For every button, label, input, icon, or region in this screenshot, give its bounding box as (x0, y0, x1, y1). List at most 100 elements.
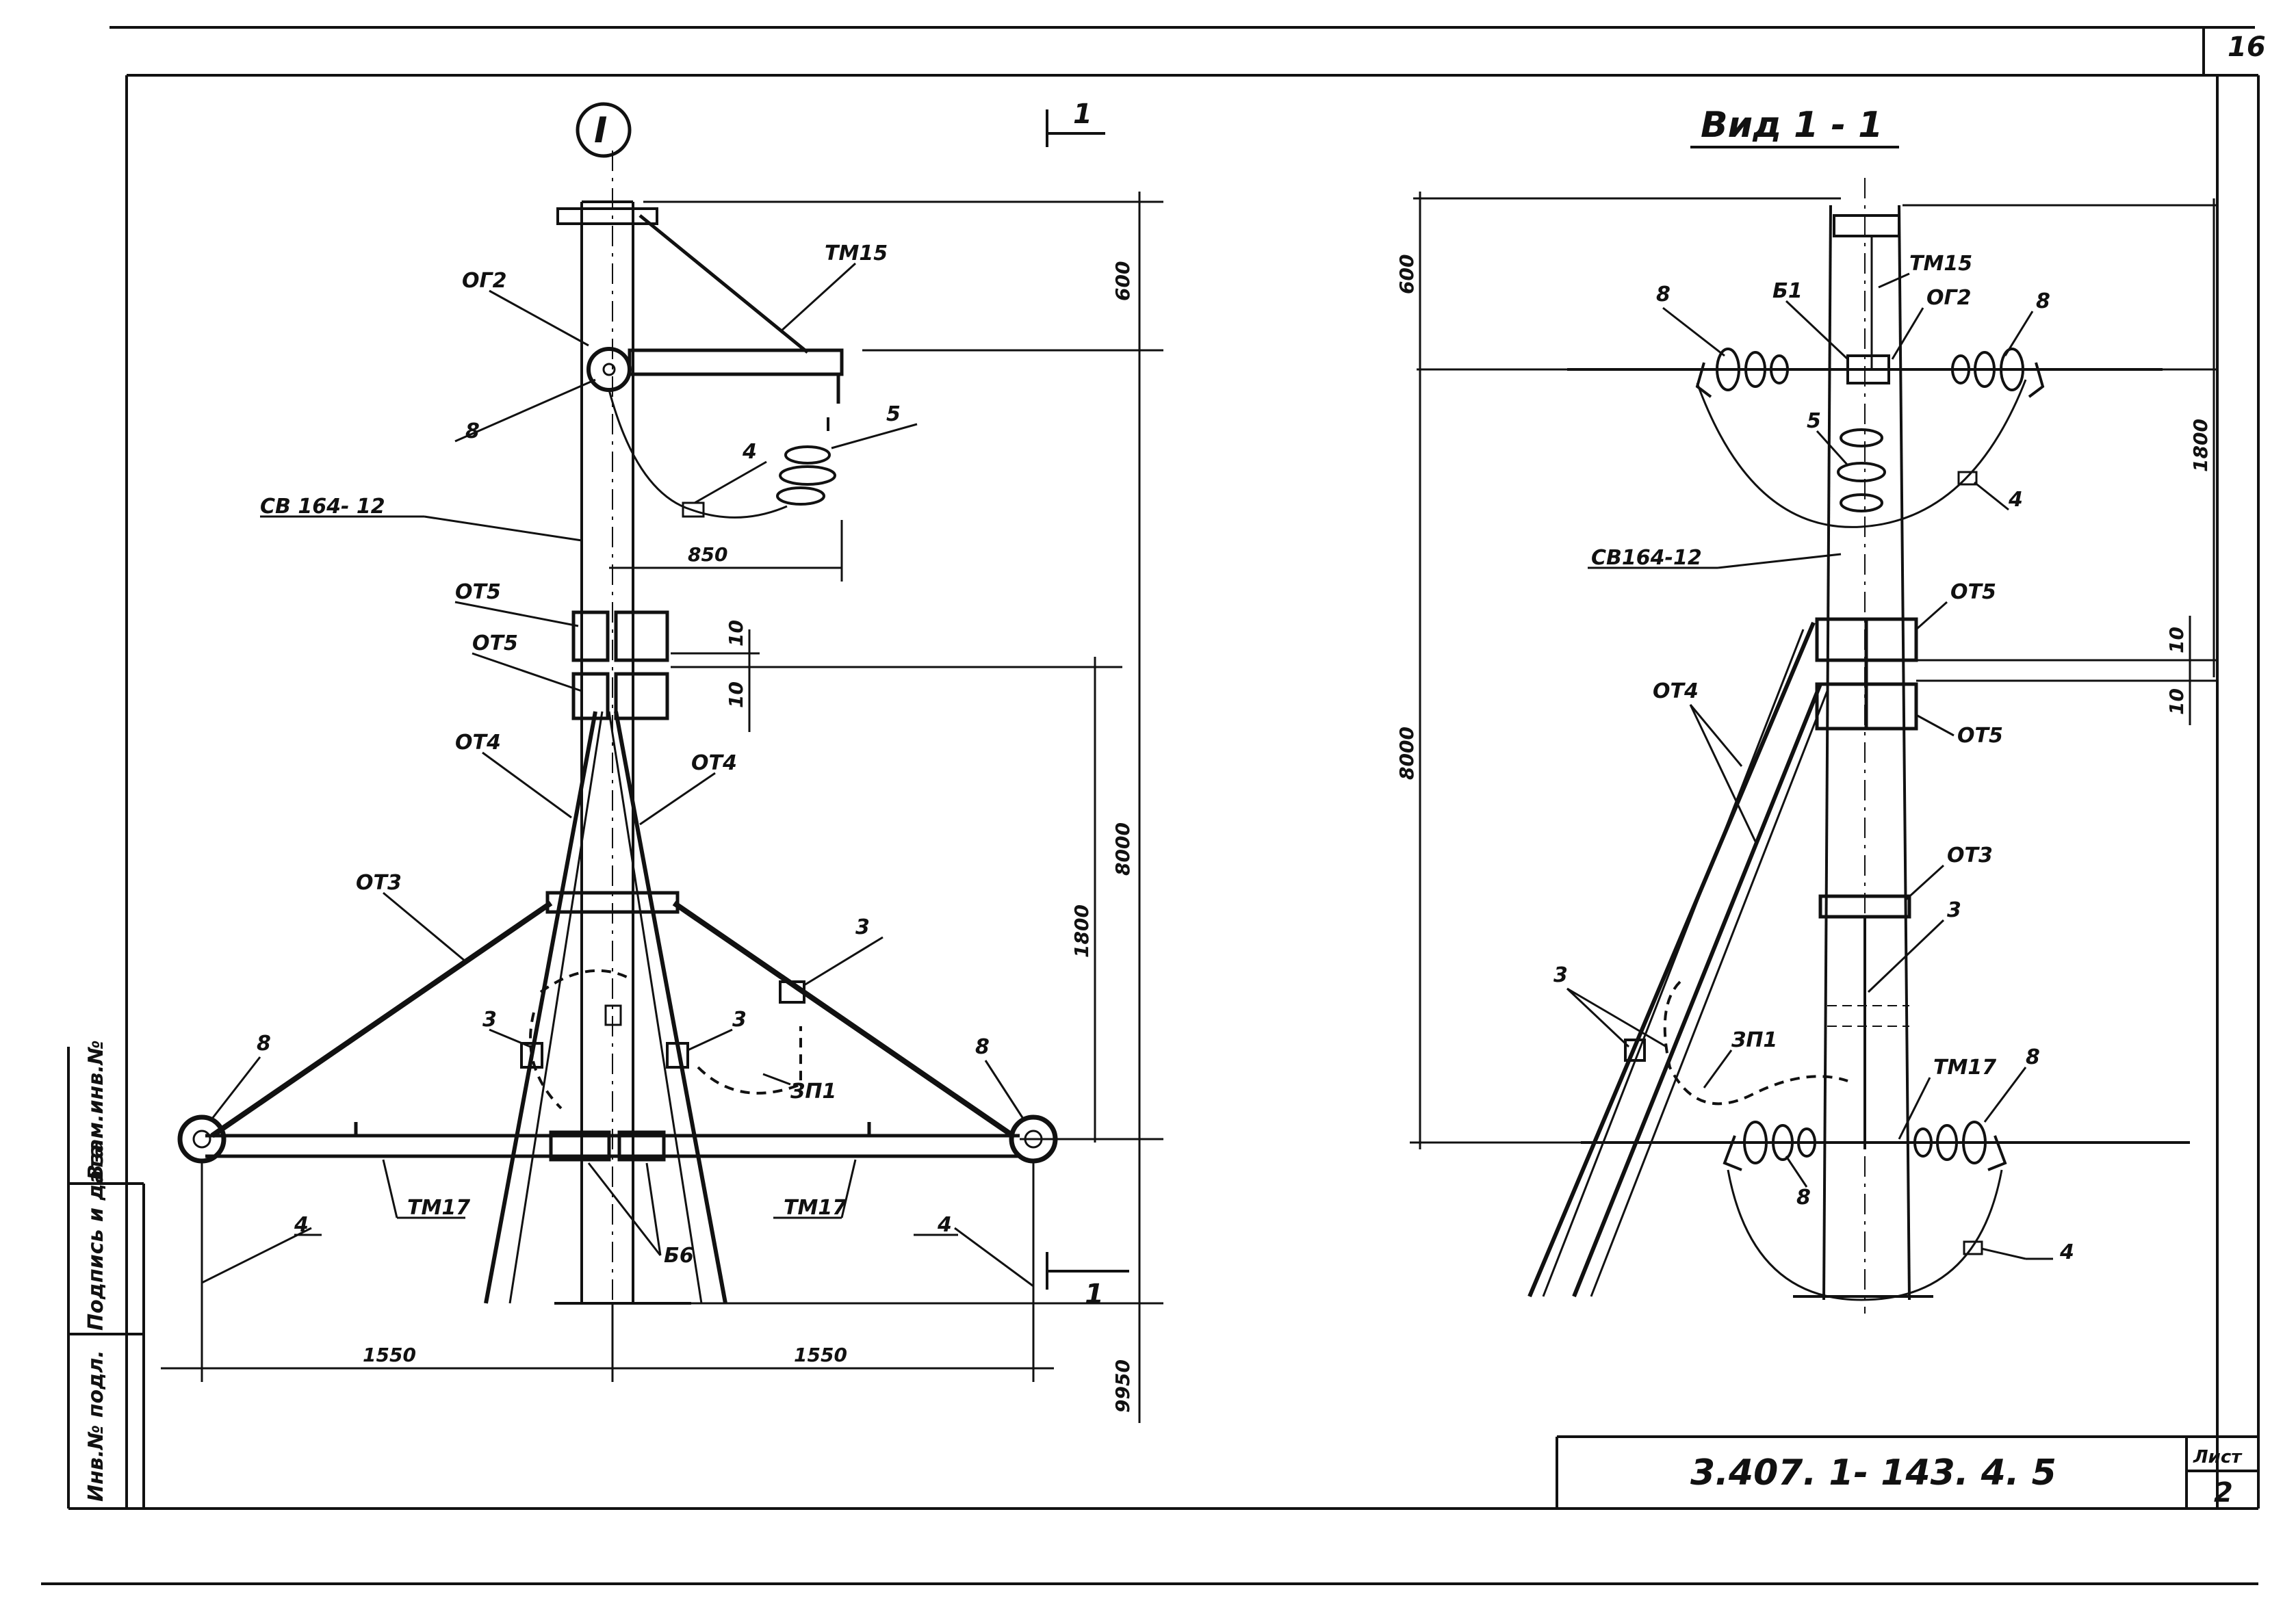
dim-1800: 1800 (1070, 904, 1093, 958)
rv-top-insulators (1567, 348, 2163, 398)
ot5-brackets (571, 610, 669, 720)
label-5: 5 (886, 402, 901, 426)
label-tm15: ТМ15 (825, 242, 888, 265)
rv-clamp-4-bottom (1963, 1240, 1983, 1255)
dim-10a: 10 (725, 620, 747, 647)
rv-label-pole: СВ164-12 (1591, 546, 1702, 570)
label-ot3: ОТ3 (356, 871, 402, 895)
label-3-right: 3 (855, 915, 870, 939)
rv-dim-600: 600 (1395, 255, 1418, 294)
label-4-left: 4 (294, 1213, 309, 1237)
rv-label-zp1: ЗП1 (1731, 1028, 1777, 1052)
dim-10b: 10 (725, 681, 747, 708)
slack-wire-right (954, 1163, 1035, 1288)
insulator-5 (776, 417, 836, 506)
dim-1550-right: 1550 (794, 1344, 847, 1366)
rv-top-cap (1833, 214, 1900, 237)
sheet-label: Лист (2193, 1447, 2243, 1467)
left-view: I 1 1 (161, 99, 1163, 1423)
label-8-right: 8 (975, 1035, 990, 1059)
rv-label-8-bottom: 8 (1796, 1186, 1811, 1210)
og2-clamp-inner (602, 363, 616, 376)
cut-mark-bottom (1046, 1252, 1129, 1290)
ot4-struts (484, 711, 727, 1304)
clamp-3-mid (666, 1042, 689, 1069)
rv-label-3-left: 3 (1553, 963, 1568, 987)
rv-label-og2: ОГ2 (1926, 286, 1972, 310)
label-b6: Б6 (664, 1244, 694, 1268)
dim-8000: 8000 (1111, 822, 1134, 876)
document-code: 3.407. 1- 143. 4. 5 (1690, 1452, 2056, 1493)
rv-bottom-loop (1727, 1169, 2003, 1301)
label-4-right: 4 (937, 1213, 952, 1237)
sheet-frame (41, 26, 2260, 1585)
cut-mark-top-label: 1 (1073, 99, 1092, 130)
label-tm17-left: ТМ17 (407, 1196, 470, 1220)
rv-jumper-loop (1696, 379, 2027, 528)
ot3-braces (210, 900, 1015, 1138)
stamp-inv-no: Инв.№ подл. (84, 1350, 108, 1502)
end-clamp-left (177, 1114, 227, 1164)
zp1-ground-loop (529, 969, 802, 1110)
rv-label-8-tr: 8 (2036, 289, 2050, 313)
right-view: Вид 1 - 1 (1395, 105, 2217, 1314)
label-ot5-a: ОТ5 (455, 580, 501, 604)
dim-bottom (161, 1163, 1054, 1382)
rv-label-tm15: ТМ15 (1909, 252, 1972, 276)
rv-dim-10a: 10 (2165, 627, 2188, 653)
rv-label-tm17: ТМ17 (1933, 1056, 1996, 1080)
label-3-mid: 3 (732, 1008, 747, 1032)
label-og2: ОГ2 (462, 269, 507, 293)
rv-dims-right (1902, 198, 2217, 725)
dim-850-label: 850 (688, 543, 727, 566)
rv-label-8-tl: 8 (1656, 283, 1671, 306)
label-4-top: 4 (742, 440, 757, 464)
rv-insulator-5 (1837, 428, 1886, 512)
og2-clamp (586, 347, 632, 392)
sheet-number: 2 (2214, 1477, 2233, 1509)
dim-vertical (643, 192, 1163, 1423)
rv-label-4-top: 4 (2008, 488, 2023, 512)
view-title: Вид 1 - 1 (1701, 105, 1883, 146)
rv-label-4-bottom: 4 (2059, 1240, 2074, 1264)
label-ot4-left: ОТ4 (455, 731, 501, 755)
b6-plate-left (549, 1130, 611, 1162)
dim-850 (609, 520, 843, 582)
rv-dim-1800: 1800 (2189, 419, 2212, 472)
cut-mark-top (1046, 109, 1105, 147)
label-8-left: 8 (257, 1032, 271, 1056)
rv-label-ot4: ОТ4 (1653, 679, 1699, 703)
clamp-3-left (520, 1042, 543, 1069)
dim-9950: 9950 (1111, 1359, 1134, 1413)
top-cap (556, 207, 658, 225)
stamp-signature-date: Подпись и дата (84, 1145, 108, 1331)
dim-600: 600 (1111, 261, 1134, 301)
rv-dim-8000: 8000 (1395, 727, 1418, 780)
label-3-left: 3 (482, 1008, 497, 1032)
label-tm17-right: ТМ17 (784, 1196, 847, 1220)
clamp-4 (682, 501, 705, 518)
rv-label-ot3: ОТ3 (1947, 844, 1993, 867)
rv-label-b1: Б1 (1772, 279, 1803, 303)
section-mark-circle (576, 102, 632, 158)
rv-ot5-brackets (1815, 617, 1918, 731)
dim-10 (671, 629, 1122, 732)
dim-1550-left: 1550 (363, 1344, 416, 1366)
side-stamp: Инв.№ подл. Подпись и дата Взам.инв.№ (84, 1040, 108, 1502)
end-clamp-left-inner (192, 1130, 211, 1149)
label-8-top: 8 (465, 419, 480, 443)
rv-clamp-4-top (1957, 471, 1978, 486)
label-ot4-right: ОТ4 (691, 751, 737, 775)
rv-clamp-3 (1624, 1039, 1646, 1062)
rv-ot4-struts (1527, 621, 1829, 1298)
rv-label-8-br: 8 (2026, 1045, 2040, 1069)
rv-dim-10b: 10 (2165, 688, 2188, 715)
label-pole: СВ 164- 12 (260, 495, 385, 519)
tm17-crossarm (205, 1122, 1020, 1158)
b6-plate-right (617, 1130, 666, 1162)
stamp-replacement-inv: Взам.инв.№ (84, 1040, 108, 1180)
cut-mark-bottom-label: 1 (1085, 1279, 1104, 1310)
top-crossarm (628, 214, 844, 404)
page-number: 16 (2228, 31, 2266, 63)
